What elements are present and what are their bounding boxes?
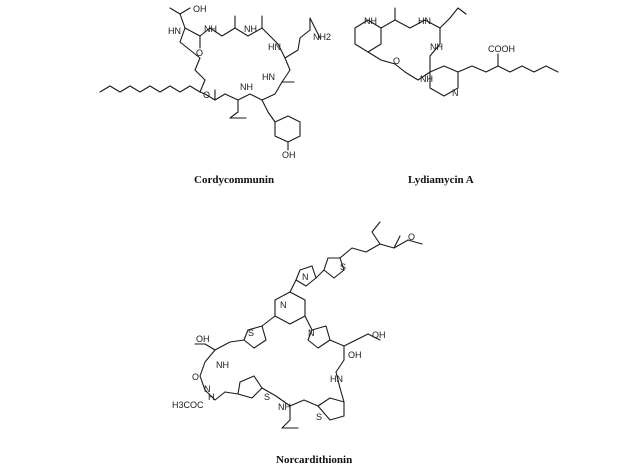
atom-nh: NH <box>278 402 291 412</box>
atom-oh: OH <box>282 150 296 160</box>
macrocycle-top <box>184 27 286 59</box>
piperazic-ring-1 <box>354 19 382 53</box>
atom-n: N <box>452 88 459 98</box>
valine-side <box>229 99 247 119</box>
atom-s: S <box>248 328 254 338</box>
atom-hn: HN <box>262 72 275 82</box>
ester-chain <box>339 239 423 259</box>
lydiamycin-structure: NH HN NH NH N COOH O <box>354 7 559 98</box>
glutamine-side <box>284 17 321 59</box>
ester-carbonyl <box>393 235 401 249</box>
tyrosine-side <box>261 99 276 123</box>
atom-nh2: NH2 <box>313 32 331 42</box>
atom-n: N <box>302 272 309 282</box>
atom-n: N <box>308 328 315 338</box>
atom-h3coc: H3COC <box>172 400 204 410</box>
dehydro-link <box>224 391 239 395</box>
atom-nh: NH <box>430 42 443 52</box>
atom-h: H <box>208 392 215 402</box>
thiazole-top-1 <box>323 257 345 279</box>
atom-o: O <box>203 90 210 100</box>
thiazole-lower-left <box>237 375 263 399</box>
atom-n: N <box>280 300 287 310</box>
atom-nh: NH <box>204 24 217 34</box>
threonine-side <box>169 7 181 15</box>
pyridine-left-link <box>261 315 276 327</box>
atom-o: O <box>192 372 199 382</box>
atom-hn: HN <box>418 16 431 26</box>
atom-hn: HN <box>330 374 343 384</box>
valine-side-noc <box>281 405 299 429</box>
atom-hn: HN <box>168 26 181 36</box>
thiazole-left <box>243 325 267 349</box>
cordycommunin-structure: OH HN NH NH NH2 HN HN O O NH OH <box>99 4 331 160</box>
atom-n: N <box>204 384 211 394</box>
macrocycle-right <box>224 57 291 101</box>
atom-nh: NH <box>364 16 377 26</box>
caption-lydiamycin: Lydiamycin A <box>408 174 474 186</box>
atom-oh: OH <box>348 350 362 360</box>
caption-norcardithionin: Norcardithionin <box>276 454 353 466</box>
tyrosine-ring <box>274 115 301 143</box>
alkyl-chain <box>99 85 201 93</box>
atom-s: S <box>316 412 322 422</box>
pyridine-right-link <box>304 315 313 331</box>
piperazic-ring-2 <box>429 65 459 97</box>
macrocycle-left <box>179 7 206 93</box>
atom-s: S <box>340 262 346 272</box>
thiazole-top-2 <box>295 265 317 287</box>
threonine-side-noc <box>194 343 216 351</box>
leucine-side <box>439 7 467 29</box>
bithiazole-link <box>315 269 325 279</box>
atom-s: S <box>264 392 270 402</box>
lydiamycin-macrocycle <box>367 19 441 81</box>
ethylidene <box>371 221 381 245</box>
atom-oh: OH <box>193 4 207 14</box>
atom-o: O <box>196 48 203 58</box>
right-side-chain <box>329 333 381 347</box>
atom-nh: NH <box>420 74 433 84</box>
atom-oh: OH <box>196 334 210 344</box>
norcardithionin-structure: OH NH O N H H3COC S NH S N N OH OH HN S … <box>172 221 423 429</box>
atom-hn: HN <box>268 42 281 52</box>
macrocycle-left-chain <box>199 339 245 401</box>
pyridine-top-link <box>289 279 297 293</box>
atom-cooh: COOH <box>488 44 515 54</box>
acyl-chain <box>457 65 559 73</box>
thiazoline-ring <box>317 397 345 421</box>
caption-cordycommunin: Cordycommunin <box>194 174 275 186</box>
atom-nh: NH <box>244 24 257 34</box>
atom-o: O <box>393 56 400 66</box>
atom-nh: NH <box>216 360 229 370</box>
atom-nh: NH <box>240 82 253 92</box>
right-hydroxyl-chain <box>335 345 345 389</box>
thiazole-right <box>307 325 331 349</box>
macrocycle-bottom <box>199 91 226 101</box>
atom-oh: OH <box>372 330 386 340</box>
atom-o: O <box>408 232 415 242</box>
thiazoline-link <box>339 387 345 403</box>
